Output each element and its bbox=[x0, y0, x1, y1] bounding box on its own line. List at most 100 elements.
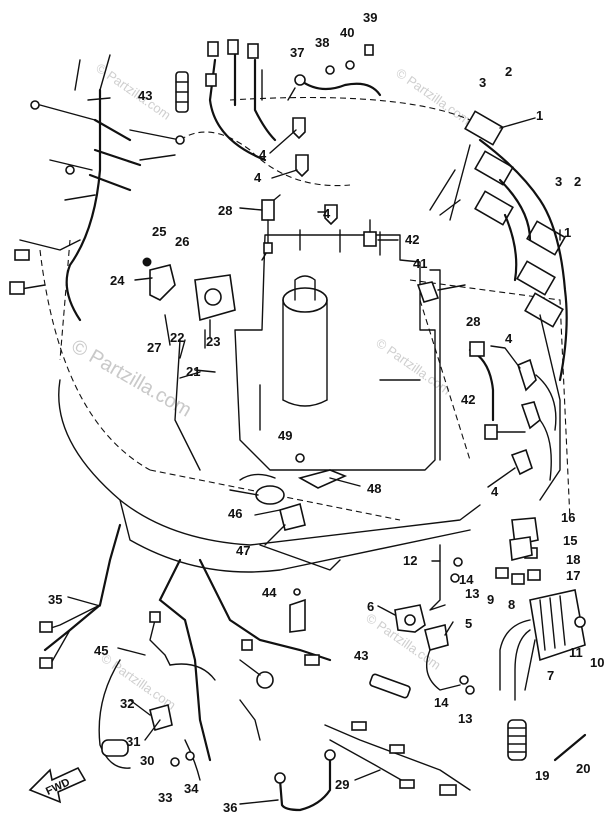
washer bbox=[450, 573, 460, 583]
screw bbox=[295, 453, 305, 463]
harness-connector bbox=[304, 654, 320, 666]
callout: 6 bbox=[367, 599, 374, 614]
callout: 23 bbox=[206, 334, 220, 349]
callout: 43 bbox=[138, 88, 152, 103]
plug-cap bbox=[292, 117, 306, 140]
callout: 5 bbox=[465, 616, 472, 631]
bracket-assembly bbox=[142, 257, 236, 373]
harness-connector bbox=[227, 39, 239, 55]
plate bbox=[279, 502, 306, 531]
harness-connector bbox=[247, 43, 259, 59]
upper-harness bbox=[205, 39, 277, 162]
callout: 39 bbox=[363, 10, 377, 25]
bracket-44 bbox=[289, 598, 306, 633]
callout: 28 bbox=[218, 203, 232, 218]
sensor-28 bbox=[261, 194, 281, 261]
callout: 2 bbox=[505, 64, 512, 79]
main-harness-left bbox=[9, 54, 185, 322]
callout: 3 bbox=[479, 75, 486, 90]
ring-terminal bbox=[65, 165, 75, 175]
callout: 47 bbox=[236, 543, 250, 558]
grommet bbox=[255, 485, 285, 505]
plug-caps bbox=[292, 117, 557, 481]
callout: 35 bbox=[48, 592, 62, 607]
callout: 8 bbox=[508, 597, 515, 612]
callout: 33 bbox=[158, 790, 172, 805]
collar bbox=[527, 569, 541, 581]
sensor-28-right bbox=[468, 341, 495, 422]
ignition-coil bbox=[516, 260, 556, 296]
callout: 4 bbox=[254, 170, 262, 185]
callout: 15 bbox=[563, 533, 577, 548]
plug-cap bbox=[324, 204, 338, 226]
washer bbox=[465, 685, 475, 695]
callout: 22 bbox=[170, 330, 184, 345]
washer bbox=[325, 65, 335, 75]
items-41-42 bbox=[363, 219, 526, 440]
harness-tube bbox=[369, 673, 411, 699]
fwd-arrow: FWD bbox=[28, 766, 87, 804]
collar bbox=[511, 573, 525, 585]
harness-connector bbox=[263, 242, 273, 254]
rectifier-parts bbox=[394, 544, 475, 695]
clamp-48 bbox=[297, 469, 348, 489]
callout: 1 bbox=[564, 225, 571, 240]
harness-connector bbox=[39, 621, 53, 633]
lower-cowl bbox=[39, 96, 571, 573]
plug-cap bbox=[510, 448, 533, 476]
watermark-small: © Partzilla.com bbox=[373, 335, 453, 398]
plug-cap bbox=[517, 358, 537, 392]
spacer bbox=[484, 424, 498, 440]
callout: 42 bbox=[405, 232, 419, 247]
top-hardware bbox=[287, 44, 382, 101]
callout: 49 bbox=[278, 428, 292, 443]
callout: 10 bbox=[590, 655, 604, 670]
callout: 45 bbox=[94, 643, 108, 658]
harness-connector bbox=[241, 639, 253, 651]
callout: 44 bbox=[262, 585, 277, 600]
callout-labels: 1 1 2 2 3 3 4 4 4 4 4 5 6 7 8 9 10 11 12… bbox=[48, 10, 604, 815]
callout: 17 bbox=[566, 568, 580, 583]
callout: 25 bbox=[152, 224, 166, 239]
spacer bbox=[363, 231, 377, 247]
callout: 20 bbox=[576, 761, 590, 776]
callout: 4 bbox=[259, 147, 267, 162]
callout: 9 bbox=[487, 592, 494, 607]
harness-connector bbox=[351, 721, 367, 731]
ring-terminal bbox=[294, 74, 306, 86]
screw bbox=[453, 557, 463, 567]
ignition-coil bbox=[474, 150, 514, 186]
ring-terminal bbox=[30, 100, 40, 110]
leader-lines bbox=[67, 97, 561, 805]
callout: 19 bbox=[535, 768, 549, 783]
ring-terminal bbox=[324, 749, 336, 761]
callout: 11 bbox=[569, 645, 583, 660]
callout: 14 bbox=[434, 695, 449, 710]
harness-connector bbox=[39, 657, 53, 669]
grommet bbox=[495, 567, 509, 579]
harness-connector bbox=[14, 249, 30, 261]
bracket bbox=[416, 281, 440, 303]
tubes bbox=[175, 71, 411, 699]
engine-block bbox=[234, 229, 441, 471]
callout: 21 bbox=[186, 364, 200, 379]
ignition-coil bbox=[524, 292, 564, 328]
harness-connector bbox=[389, 744, 405, 754]
plug-cap bbox=[520, 401, 541, 430]
callout: 12 bbox=[403, 553, 417, 568]
harness-connector bbox=[9, 281, 25, 295]
callout: 46 bbox=[228, 506, 242, 521]
callout: 43 bbox=[354, 648, 368, 663]
callout: 16 bbox=[561, 510, 575, 525]
sensor-body bbox=[261, 199, 275, 221]
ring-terminal bbox=[274, 772, 286, 784]
callout: 28 bbox=[466, 314, 480, 329]
callout: 14 bbox=[459, 572, 474, 587]
relay bbox=[204, 288, 222, 306]
callout: 18 bbox=[566, 552, 580, 567]
callout: 4 bbox=[491, 484, 499, 499]
callout: 13 bbox=[465, 586, 479, 601]
sensor-body bbox=[469, 341, 485, 357]
callout: 38 bbox=[315, 35, 329, 50]
